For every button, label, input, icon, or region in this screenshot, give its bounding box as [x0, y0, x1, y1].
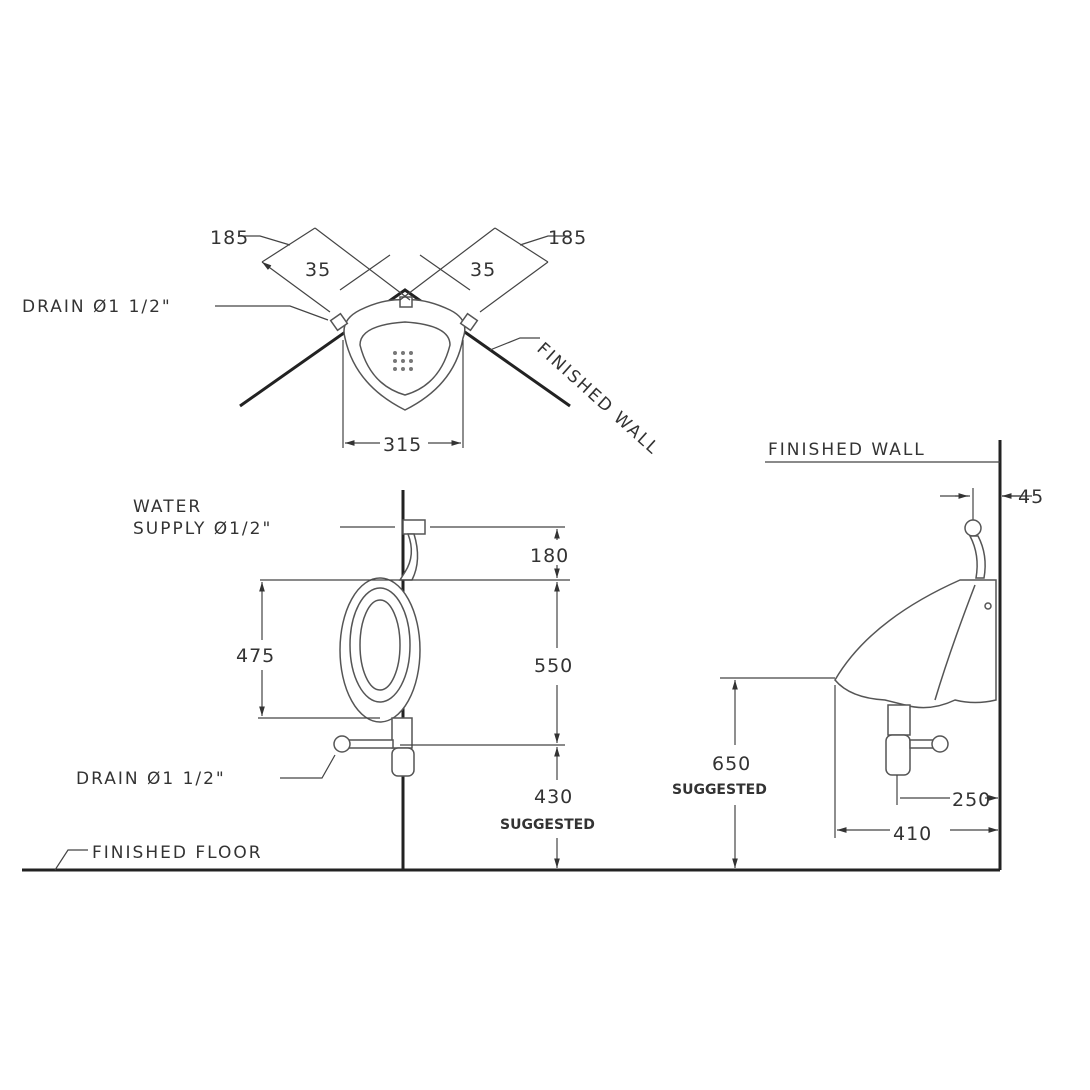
dim-right-inner: 35 — [470, 259, 496, 281]
side-extension-lines — [720, 677, 898, 838]
urinal-front-bowl — [359, 599, 401, 691]
dim-left-inner: 35 — [305, 259, 331, 281]
top-view: 185 185 35 35 315 DRAIN Ø1 1/2" FINISHED… — [22, 227, 663, 459]
finished-wall-label-side: FINISHED WALL — [768, 440, 926, 460]
dim-45: 45 — [1018, 486, 1044, 508]
drain-label-top: DRAIN Ø1 1/2" — [22, 297, 172, 317]
dim-right-outer: 185 — [548, 227, 587, 249]
side-fixing-hole — [984, 602, 992, 610]
water-supply-valve — [402, 519, 426, 535]
dim-250: 250 — [952, 789, 991, 811]
finished-wall-label-top: FINISHED WALL — [533, 339, 664, 459]
side-view: FINISHED WALL 45 650 SUGGESTED 250 410 — [672, 440, 1044, 870]
floor-leader — [54, 849, 88, 871]
front-extension-lines — [258, 526, 570, 746]
dim-180: 180 — [530, 545, 569, 567]
dim-475: 475 — [236, 645, 275, 667]
drain-pipe-end — [333, 735, 351, 753]
dim-410: 410 — [893, 823, 932, 845]
urinal-bowl-inner — [359, 321, 451, 396]
dim-width: 315 — [383, 434, 422, 456]
corner-wall-lines — [239, 288, 571, 408]
wall-leader-top — [489, 337, 540, 351]
dim-430: 430 — [534, 786, 573, 808]
drain-pipe — [344, 739, 394, 749]
leader-left-outer — [238, 235, 291, 246]
water-supply-label-1: WATER — [133, 497, 202, 517]
finished-floor-label: FINISHED FLOOR — [92, 843, 263, 863]
side-drain-trap — [885, 734, 911, 776]
urinal-side-contour — [934, 584, 976, 701]
side-drain-pipe-end — [931, 735, 949, 753]
left-fixing — [329, 312, 349, 332]
right-fixing — [459, 312, 479, 332]
side-supply-pipe — [968, 535, 986, 579]
front-view: WATER SUPPLY Ø1/2" 180 550 475 430 SUGGE… — [22, 490, 1000, 872]
drain-leader-top — [215, 305, 329, 321]
suggested-label-side: SUGGESTED — [672, 782, 767, 798]
dim-550: 550 — [534, 655, 573, 677]
suggested-label-front: SUGGESTED — [500, 817, 595, 833]
dim-line-left-outer — [262, 227, 411, 313]
dim-lines-inner — [339, 254, 471, 291]
drain-leader-front — [280, 754, 336, 779]
urinal-side — [834, 579, 997, 709]
outlet-pipe — [391, 717, 413, 749]
dim-650: 650 — [712, 753, 751, 775]
side-outlet-pipe — [887, 704, 911, 736]
drain-trap — [391, 747, 415, 777]
dim-left-outer: 185 — [210, 227, 249, 249]
drain-label-front: DRAIN Ø1 1/2" — [76, 769, 226, 789]
width-extension-lines — [342, 340, 464, 448]
leader-right-outer — [519, 235, 570, 246]
side-supply-valve — [964, 519, 982, 537]
water-supply-label-2: SUPPLY Ø1/2" — [133, 519, 272, 539]
drain-holes-icon — [393, 351, 413, 371]
